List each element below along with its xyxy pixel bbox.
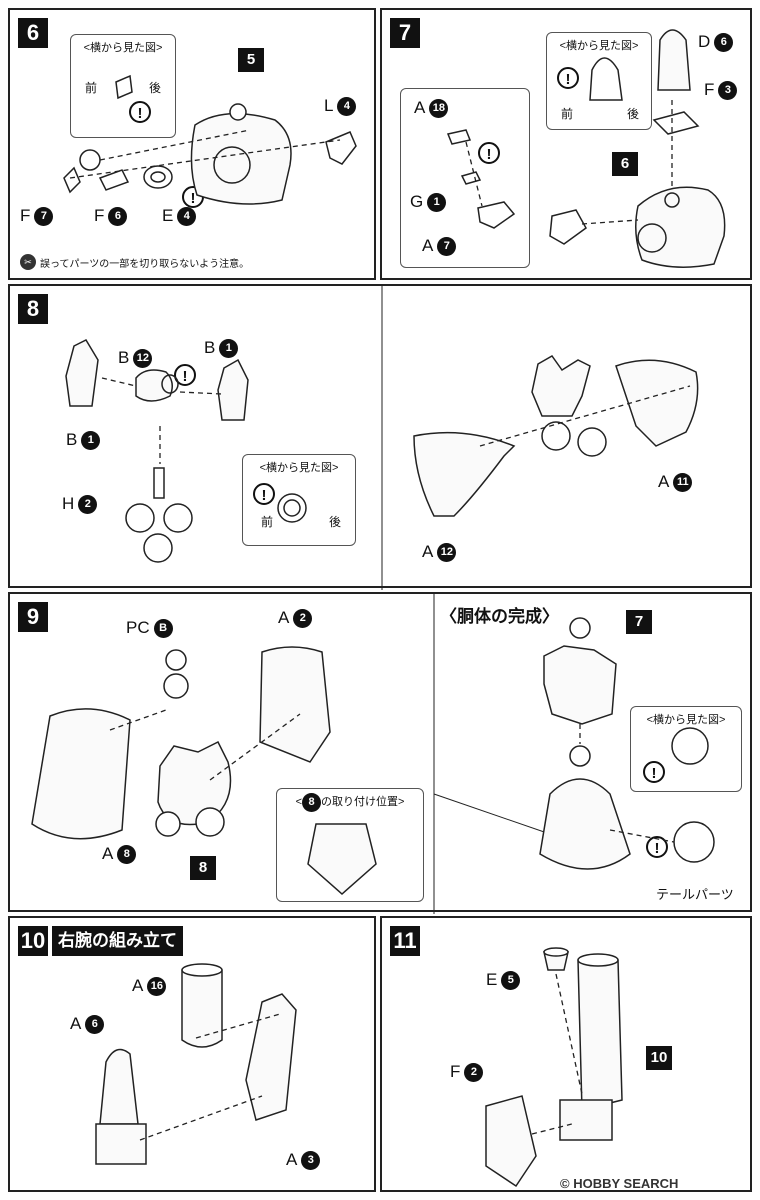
side-view-box: <横から見た図> 前 後 !	[70, 34, 176, 138]
step-6-illustration	[63, 74, 357, 205]
scissors-note-icon: ✂	[20, 254, 36, 270]
callout-number: 6	[612, 152, 638, 176]
callout-number: 10	[646, 1046, 672, 1070]
callout-number: 5	[238, 48, 264, 72]
warning-icon: !	[557, 67, 579, 89]
step-8-illustration	[65, 286, 699, 590]
step-11-illustration	[485, 947, 623, 1188]
step-number: 9	[18, 602, 48, 632]
side-view-box: <横から見た図> ! 前 後	[242, 454, 356, 546]
side-view-caption: <横から見た図>	[646, 714, 726, 726]
step-9-illustration	[31, 594, 715, 914]
warning-icon: !	[129, 101, 151, 123]
back-label: 後	[149, 81, 162, 95]
tail-parts-label: テールパーツ	[656, 887, 734, 902]
front-label: 前	[561, 107, 574, 121]
step-10-illustration	[95, 963, 297, 1165]
back-label: 後	[329, 515, 342, 529]
cut-note: ✂ 誤ってパーツの一部を切り取らないよう注意。	[20, 254, 249, 270]
side-view-caption: <横から見た図>	[559, 40, 639, 52]
warning-icon: !	[174, 364, 196, 386]
step-number: 7	[390, 18, 420, 48]
back-label: 後	[627, 107, 640, 121]
torso-title: 〈胴体の完成〉	[440, 607, 559, 626]
step-number: 11	[390, 926, 420, 956]
side-view-caption: <横から見た図>	[259, 462, 339, 474]
side-view-caption: <横から見た図>	[83, 42, 163, 54]
step-title: 右腕の組み立て	[52, 926, 183, 956]
side-view-box: <横から見た図> ! 前 後	[546, 32, 652, 130]
warning-icon: !	[478, 142, 500, 164]
step-number: 10	[18, 926, 48, 956]
warning-icon: !	[253, 483, 275, 505]
detail-box	[400, 88, 530, 268]
callout-number: 8	[190, 856, 216, 880]
front-label: 前	[261, 515, 274, 529]
step-7-illustration	[446, 29, 726, 268]
warning-icon: !	[646, 836, 668, 858]
callout-number: 7	[626, 610, 652, 634]
front-label: 前	[85, 81, 98, 95]
step-number: 6	[18, 18, 48, 48]
step-number: 8	[18, 294, 48, 324]
warning-icon: !	[643, 761, 665, 783]
watermark: © HOBBY SEARCH	[560, 1176, 679, 1191]
